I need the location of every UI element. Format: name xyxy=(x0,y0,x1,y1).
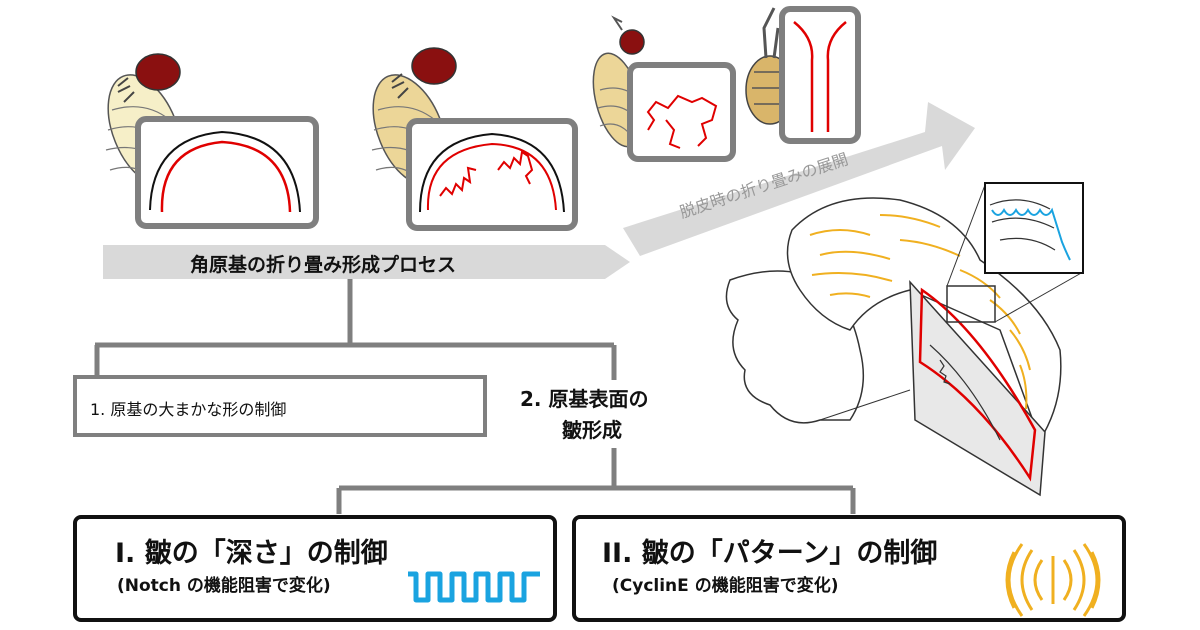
process-arrow-label: 角原基の折り畳み形成プロセス xyxy=(190,254,457,276)
molt-arrow xyxy=(623,102,975,256)
contour-smooth xyxy=(160,140,292,213)
branch-1-box xyxy=(73,375,487,437)
branch-1-label: 1. 原基の大まかな形の制御 xyxy=(90,400,287,419)
process-arrow xyxy=(103,245,630,279)
contour-extended xyxy=(793,21,847,132)
branch-2-line2: 皺形成 xyxy=(562,418,622,442)
contour-folded xyxy=(426,142,557,211)
horn-primordium-illustration xyxy=(725,197,1062,497)
inset-wrinkles xyxy=(991,207,1071,261)
branch-2-line1: 2. 原基表面の xyxy=(520,387,649,411)
tree-connectors xyxy=(94,279,856,514)
section-frame-1 xyxy=(135,116,319,229)
section-frame-3 xyxy=(627,62,736,162)
depth-control-box xyxy=(73,515,557,622)
depth-control-title: I. 皺の「深さ」の制御 xyxy=(115,538,388,569)
pattern-control-box xyxy=(572,515,1126,622)
contour-unfolding xyxy=(646,94,718,149)
section-frame-4 xyxy=(779,6,861,144)
pattern-control-subtitle: (CyclinE の機能阻害で変化) xyxy=(612,576,839,596)
wrinkle-inset-frame xyxy=(946,285,996,323)
depth-wave-icon xyxy=(408,571,540,603)
depth-control-subtitle: (Notch の機能阻害で変化) xyxy=(117,576,331,596)
pattern-icon xyxy=(1005,543,1101,617)
pattern-control-title: II. 皺の「パターン」の制御 xyxy=(602,538,938,569)
wrinkle-inset xyxy=(984,182,1084,274)
